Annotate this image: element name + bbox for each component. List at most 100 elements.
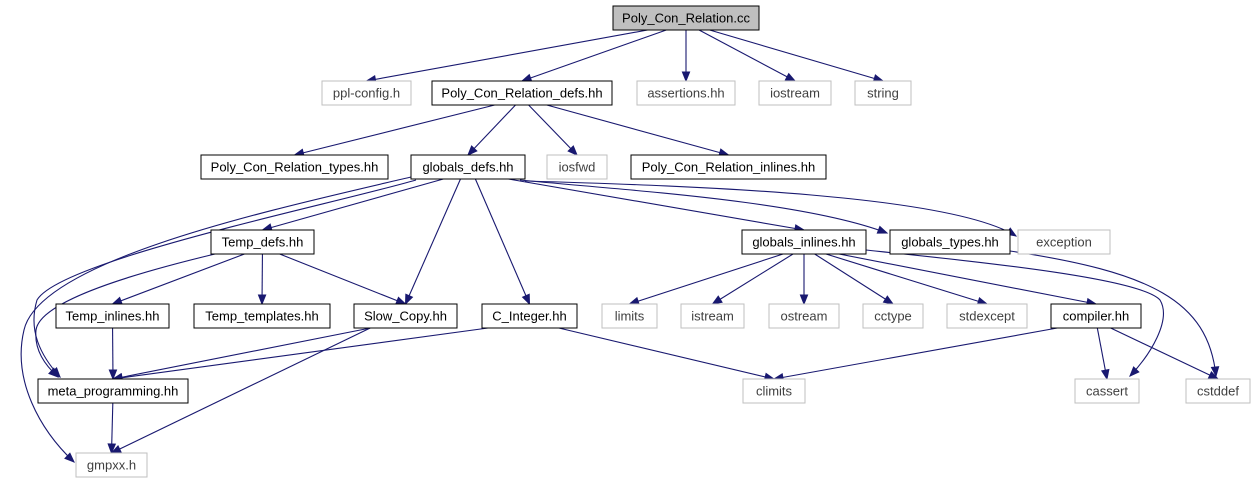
arrowhead-temp_defs-to-temp_templates	[257, 294, 267, 306]
arrowhead-temp_defs-to-slow_copy	[395, 296, 407, 305]
node-stdexcept: stdexcept	[946, 303, 1028, 329]
node-gmpxx: gmpxx.h	[75, 452, 148, 478]
node-box	[630, 154, 827, 180]
node-box	[854, 80, 912, 106]
node-label: Temp_defs.hh	[222, 235, 304, 250]
edge-slow_copy-to-meta_prog	[112, 327, 371, 380]
edge-globals_defs-to-c_integer	[474, 178, 531, 305]
node-label: exception	[1036, 235, 1092, 250]
arrowhead-pcr_defs-to-iosfwd	[567, 145, 578, 156]
node-label: meta_programming.hh	[48, 384, 179, 399]
node-box	[601, 303, 658, 329]
node-label: limits	[615, 309, 645, 324]
edge-globals_inlines-to-cctype	[814, 253, 894, 305]
node-box	[758, 80, 832, 106]
node-iostream: iostream	[758, 80, 832, 106]
node-cstddef: cstddef	[1185, 378, 1251, 404]
edge-c_integer-to-meta_prog	[112, 327, 489, 380]
node-temp-inlines[interactable]: Temp_inlines.hh	[55, 303, 170, 329]
node-globals-defs[interactable]: globals_defs.hh	[410, 154, 526, 180]
edge-root-to-pcr_defs	[521, 29, 667, 82]
node-pcr-types[interactable]: Poly_Con_Relation_types.hh	[200, 154, 389, 180]
edges-layer	[20, 29, 1220, 463]
node-temp-defs[interactable]: Temp_defs.hh	[210, 229, 315, 255]
arrowhead-globals_inlines-to-cctype	[882, 295, 895, 305]
node-label: climits	[756, 384, 793, 399]
node-box	[1074, 378, 1140, 404]
node-label: istream	[691, 309, 734, 324]
edge-pcr_defs-to-pcr_types	[294, 104, 495, 156]
node-box	[1185, 378, 1251, 404]
node-box	[636, 80, 736, 106]
node-temp-templates[interactable]: Temp_templates.hh	[193, 303, 331, 329]
node-compiler[interactable]: compiler.hh	[1050, 303, 1142, 329]
node-limits: limits	[601, 303, 658, 329]
arrowhead-globals_defs-to-slow_copy	[404, 293, 414, 306]
edge-compiler-to-climits	[773, 327, 1058, 380]
edge-temp_defs-to-slow_copy	[279, 253, 406, 305]
node-label: stdexcept	[959, 309, 1015, 324]
node-label: globals_defs.hh	[422, 160, 513, 175]
node-globals-types[interactable]: globals_types.hh	[889, 229, 1011, 255]
node-label: compiler.hh	[1063, 309, 1129, 324]
edge-globals_defs-to-exception	[524, 180, 1017, 237]
edge-root-to-iostream	[698, 29, 796, 82]
arrowhead-globals_defs-to-gmpxx	[64, 452, 75, 463]
node-climits: climits	[742, 378, 806, 404]
arrowhead-root-to-iostream	[784, 72, 797, 82]
arrowhead-globals_types-to-cstddef	[1210, 366, 1220, 378]
node-box	[431, 80, 613, 106]
node-meta-prog[interactable]: meta_programming.hh	[37, 378, 189, 404]
node-box	[210, 229, 315, 255]
node-box	[481, 303, 578, 329]
edge-globals_inlines-to-compiler	[838, 253, 1097, 305]
node-string: string	[854, 80, 912, 106]
node-label: iostream	[770, 86, 820, 101]
node-box	[193, 303, 331, 329]
node-globals-inlines[interactable]: globals_inlines.hh	[741, 229, 867, 255]
edge-globals_types-to-cstddef	[1009, 250, 1217, 377]
node-c-integer[interactable]: C_Integer.hh	[481, 303, 578, 329]
node-cctype: cctype	[862, 303, 924, 329]
edge-c_integer-to-climits	[558, 327, 775, 380]
node-label: Poly_Con_Relation_inlines.hh	[642, 160, 815, 175]
edge-globals_defs-to-slow_copy	[404, 178, 462, 305]
node-label: gmpxx.h	[87, 458, 136, 473]
arrowhead-globals_inlines-to-ostream	[799, 294, 809, 306]
node-exception: exception	[1017, 229, 1111, 255]
node-label: iosfwd	[559, 160, 596, 175]
node-ostream: ostream	[768, 303, 840, 329]
node-pcr-defs[interactable]: Poly_Con_Relation_defs.hh	[431, 80, 613, 106]
edge-globals_defs-to-globals_inlines	[508, 178, 805, 231]
node-box	[862, 303, 924, 329]
node-label: cctype	[874, 309, 912, 324]
node-istream: istream	[680, 303, 745, 329]
node-box	[75, 452, 148, 478]
arrowhead-temp_inlines-to-meta_prog	[108, 369, 118, 381]
node-box	[680, 303, 745, 329]
arrowhead-root-to-assertions	[681, 71, 691, 83]
arrowhead-pcr_defs-to-globals_defs	[467, 145, 478, 156]
edge-globals_defs-to-temp_defs	[262, 178, 444, 231]
edge-temp_defs-to-temp_inlines	[112, 253, 245, 305]
node-box	[55, 303, 170, 329]
node-box	[742, 378, 806, 404]
node-pcr-inlines[interactable]: Poly_Con_Relation_inlines.hh	[630, 154, 827, 180]
node-root[interactable]: Poly_Con_Relation.cc	[612, 5, 760, 31]
node-label: assertions.hh	[647, 86, 724, 101]
edge-globals_defs-to-meta_prog	[33, 179, 417, 378]
node-label: ppl-config.h	[333, 86, 400, 101]
node-box	[612, 5, 760, 31]
edge-globals_inlines-to-stdexcept	[825, 253, 988, 305]
node-slow-copy[interactable]: Slow_Copy.hh	[353, 303, 458, 329]
arrowhead-root-to-pcr_defs	[520, 73, 533, 82]
node-label: Poly_Con_Relation_defs.hh	[441, 86, 602, 101]
edge-pcr_defs-to-globals_defs	[467, 104, 516, 156]
edge-globals_inlines-to-istream	[712, 253, 794, 305]
node-label: Temp_templates.hh	[205, 309, 318, 324]
node-box	[946, 303, 1028, 329]
node-box	[321, 80, 412, 106]
arrowhead-globals_inlines-to-cassert	[1129, 366, 1140, 377]
edge-pcr_defs-to-pcr_inlines	[546, 104, 729, 156]
